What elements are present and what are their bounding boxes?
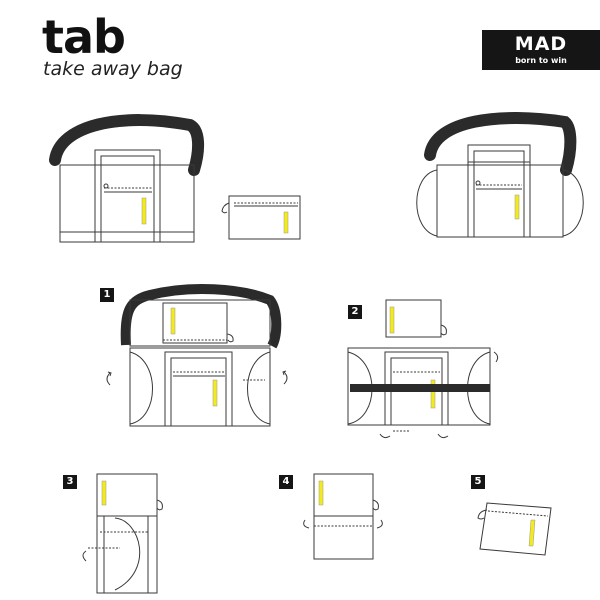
brand-name: MAD	[514, 33, 568, 55]
step-badge-2: 2	[348, 305, 362, 319]
step-badge-1: 1	[100, 288, 114, 302]
step-5-illustration	[477, 502, 552, 556]
step-badge-5: 5	[471, 475, 485, 489]
bag-round-view	[416, 112, 584, 238]
step-badge-4: 4	[279, 475, 293, 489]
product-title: tab	[42, 10, 126, 64]
brand-logo: MAD born to win	[482, 30, 600, 70]
brand-tagline: born to win	[515, 56, 567, 65]
step-2-illustration	[347, 299, 499, 439]
bag-front-view	[49, 114, 205, 243]
pouch-small-view	[221, 195, 301, 240]
step-badge-3: 3	[63, 475, 77, 489]
yellow-tag	[141, 197, 147, 225]
step-1-illustration	[106, 283, 288, 427]
product-subtitle: take away bag	[43, 58, 183, 80]
shoulder-strap	[49, 114, 205, 176]
shoulder-strap	[424, 112, 577, 176]
step-4-illustration	[303, 473, 383, 560]
step-3-illustration	[82, 473, 163, 594]
